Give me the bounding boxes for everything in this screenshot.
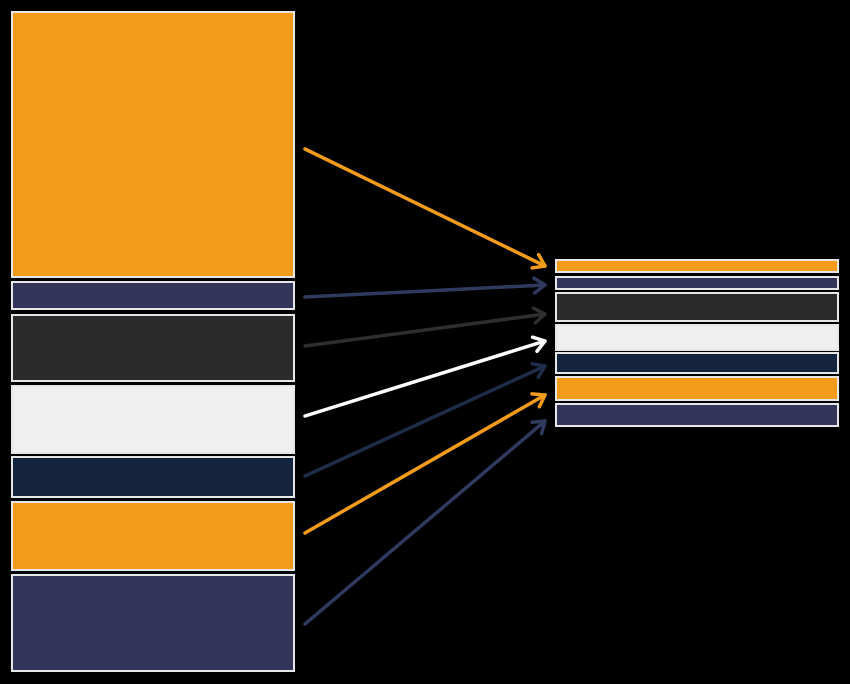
arrow-2 (303, 276, 547, 299)
right-block-2 (555, 276, 839, 290)
arrow-7 (303, 419, 547, 626)
arrow-4-shaft (303, 339, 547, 418)
arrow-1-head (530, 252, 547, 270)
left-block-2 (11, 281, 295, 310)
arrow-6-shaft (303, 393, 547, 535)
arrow-1 (303, 147, 547, 270)
left-block-5 (11, 456, 295, 498)
left-block-7 (11, 574, 295, 672)
arrow-5-shaft (303, 364, 547, 478)
left-block-3 (11, 314, 295, 382)
arrow-3-head (531, 306, 547, 325)
arrow-4-head (530, 335, 547, 353)
arrow-2-shaft (303, 283, 547, 299)
arrow-7-shaft (303, 419, 547, 626)
arrow-3 (303, 306, 547, 348)
left-block-4 (11, 385, 295, 454)
arrow-6-head (530, 392, 547, 409)
arrow-6 (303, 392, 547, 535)
right-block-1 (555, 259, 839, 273)
arrow-group (303, 147, 547, 626)
arrow-4 (303, 335, 547, 418)
left-block-1 (11, 11, 295, 278)
right-block-3 (555, 292, 839, 322)
left-block-6 (11, 501, 295, 571)
arrow-7-head (530, 419, 547, 436)
right-block-5 (555, 352, 839, 374)
arrow-5 (303, 361, 547, 478)
arrow-2-head (532, 276, 547, 295)
arrow-1-shaft (303, 147, 547, 268)
right-block-4 (555, 324, 839, 351)
right-block-6 (555, 376, 839, 401)
right-block-7 (555, 403, 839, 427)
arrow-3-shaft (303, 312, 547, 348)
arrow-5-head (530, 361, 547, 379)
